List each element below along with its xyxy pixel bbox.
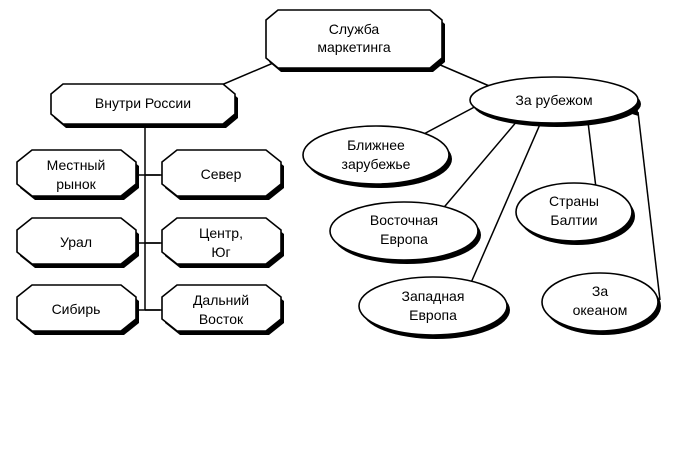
node-western-europe-line2: Европа xyxy=(409,307,457,323)
node-near-abroad: Ближнее зарубежье xyxy=(302,125,452,188)
node-marketing-service-line1: Служба xyxy=(329,21,380,37)
node-north: Север xyxy=(161,149,284,200)
connector-eastern-europe xyxy=(439,119,519,213)
node-ural: Урал xyxy=(16,217,139,268)
node-ural-label: Урал xyxy=(60,234,92,250)
node-siberia: Сибирь xyxy=(16,284,139,335)
node-baltic-states-line1: Страны xyxy=(549,193,599,209)
node-marketing-service-line2: маркетинга xyxy=(317,39,391,55)
node-eastern-europe-line2: Европа xyxy=(380,231,428,247)
node-overseas: За океаном xyxy=(541,272,661,335)
node-local-market: Местный рынок xyxy=(16,149,139,200)
node-north-label: Север xyxy=(201,166,242,182)
node-eastern-europe: Восточная Европа xyxy=(329,201,481,264)
node-local-market-line1: Местный xyxy=(47,157,106,173)
node-inside-russia: Внутри России xyxy=(50,83,238,128)
arrow-overseas xyxy=(629,108,661,301)
node-abroad: За рубежом xyxy=(469,76,641,127)
node-center-south: Центр, Юг xyxy=(161,217,284,268)
connector-root-foreign xyxy=(437,63,495,89)
node-far-east-line1: Дальний xyxy=(193,292,249,308)
node-eastern-europe-line1: Восточная xyxy=(370,212,438,228)
connector-near-abroad xyxy=(419,102,483,137)
node-local-market-line2: рынок xyxy=(56,176,96,192)
node-inside-russia-label: Внутри России xyxy=(95,95,191,111)
node-abroad-label: За рубежом xyxy=(515,92,592,108)
node-far-east-line2: Восток xyxy=(199,311,244,327)
node-overseas-line1: За xyxy=(592,283,608,299)
connectors xyxy=(136,54,661,311)
node-baltic-states-line2: Балтии xyxy=(550,212,597,228)
node-siberia-label: Сибирь xyxy=(52,301,101,317)
node-marketing-service: Служба маркетинга xyxy=(265,9,445,72)
node-center-south-line2: Юг xyxy=(211,244,230,260)
node-overseas-line2: океаном xyxy=(573,302,628,318)
node-western-europe-line1: Западная xyxy=(402,288,465,304)
node-baltic-states: Страны Балтии xyxy=(515,182,635,245)
connector-western-europe xyxy=(469,121,542,286)
connector-baltic xyxy=(587,121,597,189)
node-near-abroad-line1: Ближнее xyxy=(347,137,405,153)
node-near-abroad-line2: зарубежье xyxy=(342,156,411,172)
node-far-east: Дальний Восток xyxy=(161,284,284,335)
node-western-europe: Западная Европа xyxy=(358,276,510,339)
node-center-south-line1: Центр, xyxy=(199,225,243,241)
